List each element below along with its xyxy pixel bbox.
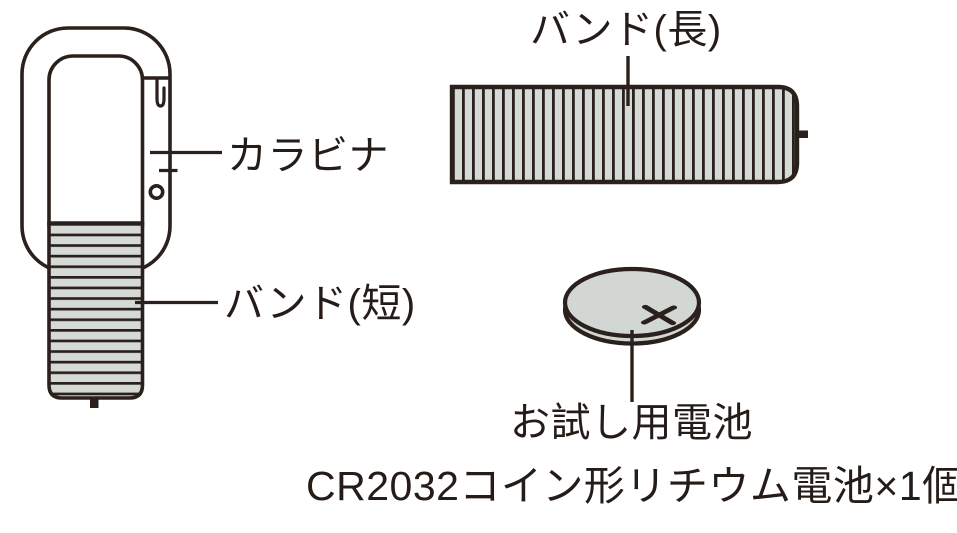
band-short-drawing xyxy=(47,221,145,408)
carabiner-rivet xyxy=(148,184,165,201)
band-long-body xyxy=(449,84,800,185)
battery-label: お試し用電池 xyxy=(510,401,753,445)
band-long-drawing xyxy=(449,56,808,185)
battery-plus-icon xyxy=(640,305,678,325)
battery-drawing xyxy=(562,266,702,402)
carabiner-gate-details xyxy=(148,168,178,201)
band-short-body xyxy=(47,221,145,400)
carabiner-label: カラビナ xyxy=(227,134,389,178)
battery-top xyxy=(562,266,702,339)
band-long-tab xyxy=(795,130,808,138)
carabiner-gate-hook xyxy=(155,77,166,108)
caption-text: CR2032コイン形リチウム電池×1個 xyxy=(306,463,957,509)
carabiner-inner-opening xyxy=(47,54,145,250)
band-long-label: バンド(長) xyxy=(530,8,722,52)
band-short-tab xyxy=(90,397,99,408)
band-short-label: バンド(短) xyxy=(224,282,416,326)
